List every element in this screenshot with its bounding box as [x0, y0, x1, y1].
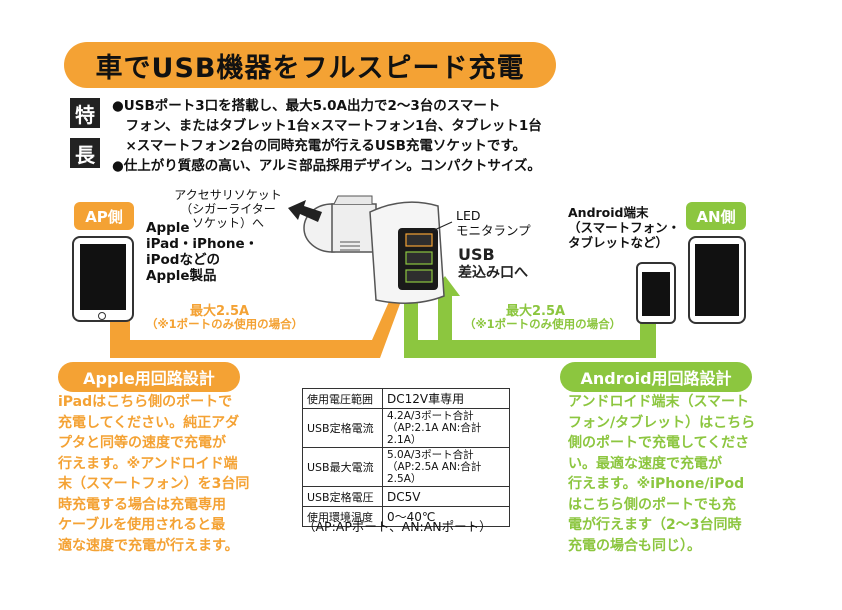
apple-desc-line: ケーブルを使用されると最: [58, 517, 226, 533]
socket-label-line: アクセサリソケット: [174, 188, 282, 202]
socket-label-line: （シガーライター: [180, 202, 276, 216]
apple-desc-line: 時充電する場合は充電専用: [58, 496, 226, 513]
spec-key: USB定格電流: [302, 408, 383, 448]
led-label-line: モニタランプ: [456, 223, 531, 238]
usb-port-label: USB 差込み口へ: [458, 246, 528, 282]
led-label-line: LED: [456, 208, 481, 223]
ap-max-current: 最大2.5A: [190, 304, 250, 319]
spec-key: USB定格電圧: [302, 486, 383, 507]
socket-label: アクセサリソケット （シガーライター ソケット）へ: [168, 188, 288, 230]
feature-line: ●仕上がり質感の高い、アルミ部品採用デザイン。コンパクトサイズ。: [112, 158, 541, 174]
apple-devices-line: iPad・iPhone・: [146, 236, 259, 252]
page-title: 車でUSB機器をフルスピード充電: [64, 42, 556, 88]
apple-desc-line: 適な速度で充電が行えます。: [58, 537, 239, 554]
android-section-description: アンドロイド端末（スマート フォン/タブレット）はこちら 側のポートで充電してく…: [568, 392, 755, 556]
apple-desc-line: 末（スマートフォン）を3台同: [58, 476, 250, 492]
spec-value-detail: （AP:2.1A AN:合計2.1A）: [387, 422, 482, 446]
android-section-title: Android用回路設計: [560, 362, 752, 392]
apple-desc-line: iPadはこちら側のポートで: [58, 394, 233, 410]
android-devices-text: Android端末 （スマートフォン・ タブレットなど）: [568, 205, 680, 250]
feature-label-bottom: 長: [70, 138, 100, 168]
android-desc-line: い。最適な速度で充電が: [568, 455, 722, 472]
feature-line: フォン、またはタブレット1台×スマートフォン1台、タブレット1台: [112, 118, 542, 134]
spec-value: DC5V: [382, 486, 510, 507]
apple-section-title: Apple用回路設計: [58, 362, 240, 392]
table-row: USB定格電圧 DC5V: [302, 486, 510, 507]
ap-note: （※1ポートのみ使用の場合）: [146, 317, 304, 331]
table-row: USB最大電流 5.0A/3ポート合計 （AP:2.5A AN:合計2.5A）: [302, 447, 510, 487]
android-desc-line: 側のポートで充電してくださ: [568, 435, 750, 451]
android-desc-line: フォン/タブレット）はこちら: [568, 414, 756, 431]
android-tablet-device: [688, 236, 746, 324]
apple-desc-line: プタと同等の速度で充電が: [58, 435, 226, 451]
feature-label-top: 特: [70, 98, 100, 128]
apple-section-description: iPadはこちら側のポートで 充電してください。純正アダ プタと同等の速度で充電…: [58, 392, 249, 556]
android-desc-line: アンドロイド端末（スマート: [568, 394, 750, 410]
table-row: USB定格電流 4.2A/3ポート合計 （AP:2.1A AN:合計2.1A）: [302, 408, 510, 448]
ap-arrow: [110, 248, 421, 358]
feature-line: ×スマートフォン2台の同時充電が行えるUSB充電ソケットです。: [112, 138, 527, 154]
apple-desc-line: 行えます。※アンドロイド端: [58, 455, 238, 472]
socket-arrow-icon: [288, 200, 322, 222]
android-desc-line: はこちら側のポートでも充: [568, 496, 736, 513]
table-row: 使用電圧範囲 DC12V車専用: [302, 388, 510, 409]
android-desc-line: 充電の場合も同じ）。: [568, 537, 701, 554]
spec-value-detail: （AP:2.5A AN:合計2.5A）: [387, 461, 482, 485]
apple-devices-line: Apple: [146, 220, 190, 236]
usb-port-label-line: 差込み口へ: [458, 265, 528, 281]
android-devices-line: タブレットなど）: [568, 235, 669, 250]
an-arrow: [396, 270, 656, 358]
an-side-label: AN側: [686, 202, 746, 230]
android-devices-line: Android端末: [568, 205, 649, 220]
spec-table: 使用電圧範囲 DC12V車専用 USB定格電流 4.2A/3ポート合計 （AP:…: [302, 388, 510, 527]
usb-port-label-line: USB: [458, 245, 495, 264]
charger-illustration: [303, 195, 445, 304]
android-desc-line: 行えます。※iPhone/iPod: [568, 476, 745, 492]
led-pointer-line: [429, 221, 453, 233]
android-devices-line: （スマートフォン・: [568, 220, 681, 235]
apple-desc-line: 充電してください。純正アダ: [58, 414, 240, 431]
spec-value: 5.0A/3ポート合計: [387, 449, 474, 461]
table-row: 使用環境温度 0～40℃: [302, 506, 510, 527]
spec-value: 4.2A/3ポート合計: [387, 410, 474, 422]
feature-list: ●USBポート3口を搭載し、最大5.0A出力で2～3台のスマート フォン、または…: [112, 96, 582, 176]
spec-note: （AP:APポート、AN:ANポート）: [303, 519, 492, 534]
spec-key: 使用環境温度: [302, 506, 383, 527]
apple-devices-line: iPodなどの: [146, 252, 220, 268]
spec-value: 0～40℃: [382, 506, 510, 527]
socket-label-line: ソケット）へ: [191, 216, 264, 230]
an-note: （※1ポートのみ使用の場合）: [464, 317, 622, 331]
home-button-icon: [98, 312, 106, 320]
spec-value-cell: 5.0A/3ポート合計 （AP:2.5A AN:合計2.5A）: [382, 447, 510, 487]
apple-devices-line: Apple製品: [146, 268, 217, 284]
spec-key: 使用電圧範囲: [302, 388, 383, 409]
android-desc-line: 電が行えます（2～3台同時: [568, 517, 742, 533]
apple-devices-text: Apple iPad・iPhone・ iPodなどの Apple製品: [146, 220, 258, 284]
spec-value: DC12V車専用: [382, 388, 510, 409]
feature-line: ●USBポート3口を搭載し、最大5.0A出力で2～3台のスマート: [112, 98, 501, 114]
an-max-current: 最大2.5A: [506, 304, 566, 319]
spec-key: USB最大電流: [302, 447, 383, 487]
ap-side-label: AP側: [74, 202, 134, 230]
led-label: LED モニタランプ: [456, 208, 531, 238]
spec-value-cell: 4.2A/3ポート合計 （AP:2.1A AN:合計2.1A）: [382, 408, 510, 448]
ipad-device: [72, 236, 134, 322]
android-phone-device: [636, 262, 676, 324]
